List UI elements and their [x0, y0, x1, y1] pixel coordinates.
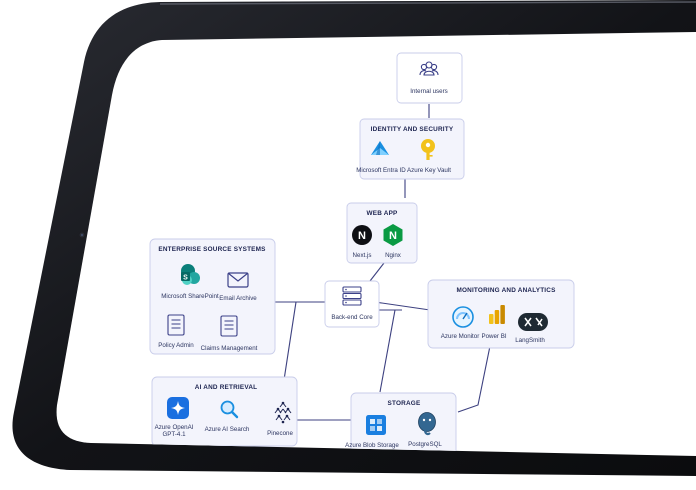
- pinecone-label: Pinecone: [267, 430, 293, 437]
- nginx-label: Nginx: [385, 252, 402, 259]
- entra-id-icon: [371, 141, 389, 155]
- claims-document-icon: [220, 315, 238, 337]
- azure-openai-icon: [167, 397, 189, 419]
- entra-id-label: Microsoft Entra ID: [356, 167, 406, 174]
- langsmith-icon: [518, 313, 548, 331]
- nginx-icon: N: [383, 224, 403, 246]
- nextjs-icon: N: [352, 225, 372, 245]
- pinecone-icon: [274, 401, 292, 424]
- email-label: Email Archive: [219, 295, 257, 302]
- web-app-group: WEB APP N Next.js N Nginx: [346, 202, 418, 264]
- power-bi-label: Power BI: [481, 333, 506, 340]
- sharepoint-icon: S: [181, 264, 200, 285]
- web-app-title: WEB APP: [367, 210, 399, 217]
- server-icon: [342, 286, 362, 306]
- backend-label: Back-end Core: [331, 314, 373, 321]
- key-vault-label: Azure Key Vault: [407, 167, 451, 174]
- key-vault-icon: [421, 139, 435, 160]
- monitoring-group: MONITORING AND ANALYTICS Azure Monitor P…: [427, 279, 575, 349]
- policy-document-icon: [167, 314, 185, 336]
- architecture-diagram: Internal users IDENTITY AND SECURITY Mic…: [149, 52, 575, 456]
- policy-admin-label: Policy Admin: [158, 342, 194, 349]
- identity-security-title: IDENTITY AND SECURITY: [371, 126, 454, 133]
- postgresql-icon: [418, 412, 436, 436]
- identity-security-group: IDENTITY AND SECURITY Microsoft Entra ID…: [356, 118, 465, 180]
- svg-text:N: N: [358, 230, 366, 242]
- sharepoint-label: Microsoft SharePoint: [161, 293, 219, 300]
- enterprise-sources-title: ENTERPRISE SOURCE SYSTEMS: [158, 246, 266, 253]
- search-icon: [220, 400, 239, 419]
- email-icon: [227, 272, 249, 288]
- internal-users-node: Internal users: [396, 52, 463, 104]
- azure-monitor-icon: [452, 306, 474, 328]
- power-bi-icon: [489, 305, 505, 324]
- tablet-edge-highlight: [159, 1, 696, 5]
- users-icon: [419, 61, 439, 76]
- storage-group: STORAGE Azure Blob Storage PostgreSQL: [345, 392, 457, 456]
- azure-monitor-label: Azure Monitor: [441, 333, 480, 340]
- ai-retrieval-group: AI AND RETRIEVAL Azure OpenAI GPT-4.1 Az…: [151, 376, 298, 447]
- postgresql-label: PostgreSQL: [408, 441, 442, 448]
- claims-management-label: Claims Management: [201, 345, 258, 352]
- azure-openai-model-label: GPT-4.1: [162, 431, 186, 438]
- backend-core-node: Back-end Core: [324, 280, 380, 328]
- svg-text:S: S: [183, 275, 188, 282]
- langsmith-label: LangSmith: [515, 337, 545, 344]
- enterprise-sources-group: ENTERPRISE SOURCE SYSTEMS S Microsoft Sh…: [149, 238, 276, 355]
- storage-title: STORAGE: [388, 400, 421, 407]
- ai-retrieval-title: AI AND RETRIEVAL: [195, 384, 258, 391]
- internal-users-label: Internal users: [410, 88, 448, 95]
- nextjs-label: Next.js: [353, 252, 372, 259]
- azure-openai-label: Azure OpenAI: [155, 424, 194, 431]
- monitoring-title: MONITORING AND ANALYTICS: [456, 287, 556, 294]
- blob-storage-label: Azure Blob Storage: [345, 442, 399, 449]
- blob-storage-icon: [366, 415, 386, 435]
- azure-ai-search-label: Azure AI Search: [205, 426, 250, 433]
- svg-text:N: N: [389, 230, 397, 242]
